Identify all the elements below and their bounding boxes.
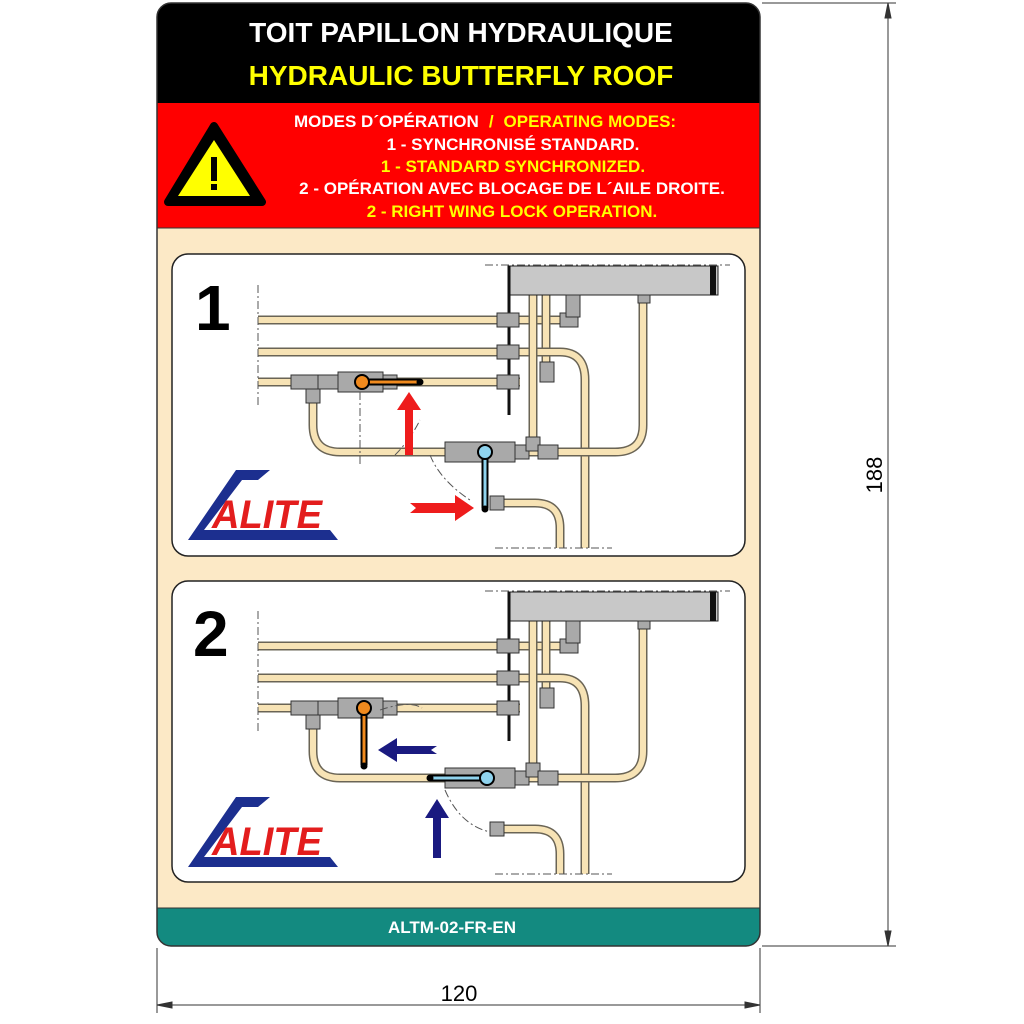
panel-number: 2 <box>193 598 229 670</box>
height-dimension-label: 188 <box>862 457 887 494</box>
title-en: HYDRAULIC BUTTERFLY ROOF <box>249 60 674 91</box>
arrow-up-icon <box>425 799 449 858</box>
alite-logo: ALITE <box>188 470 338 540</box>
valve-handle-1 <box>354 374 370 390</box>
footer-bar <box>157 908 760 946</box>
valve-handle-2 <box>479 770 495 786</box>
title-header <box>157 3 760 103</box>
mode2-fr: 2 - OPÉRATION AVEC BLOCAGE DE L´AILE DRO… <box>299 179 725 198</box>
mode1-fr: 1 - SYNCHRONISÉ STANDARD. <box>387 135 640 154</box>
svg-text:ALITE: ALITE <box>211 820 323 864</box>
mode1-en: 1 - STANDARD SYNCHRONIZED. <box>381 157 645 176</box>
footer-code: ALTM-02-FR-EN <box>388 918 516 937</box>
warning-triangle-icon <box>164 122 266 206</box>
svg-text:ALITE: ALITE <box>211 493 323 537</box>
arrow-up-icon <box>397 392 421 455</box>
dimension-height <box>762 2 896 947</box>
title-fr: TOIT PAPILLON HYDRAULIQUE <box>249 17 673 48</box>
panel-mode-2: 2 ALITE <box>171 580 746 883</box>
modes-heading: MODES D´OPÉRATION/OPERATING MODES: <box>294 112 676 131</box>
alite-logo: ALITE <box>188 797 338 867</box>
mode2-en: 2 - RIGHT WING LOCK OPERATION. <box>367 202 658 221</box>
panel-mode-1: 1 ALITE <box>171 253 746 557</box>
arrow-right-icon <box>410 495 474 521</box>
arrow-left-icon <box>378 738 437 762</box>
valve-handle-1 <box>356 700 372 716</box>
dimension-width <box>156 948 761 1013</box>
width-dimension-label: 120 <box>441 981 478 1006</box>
warning-banner <box>157 103 760 228</box>
valve-handle-2 <box>477 444 493 460</box>
panel-number: 1 <box>195 272 231 344</box>
